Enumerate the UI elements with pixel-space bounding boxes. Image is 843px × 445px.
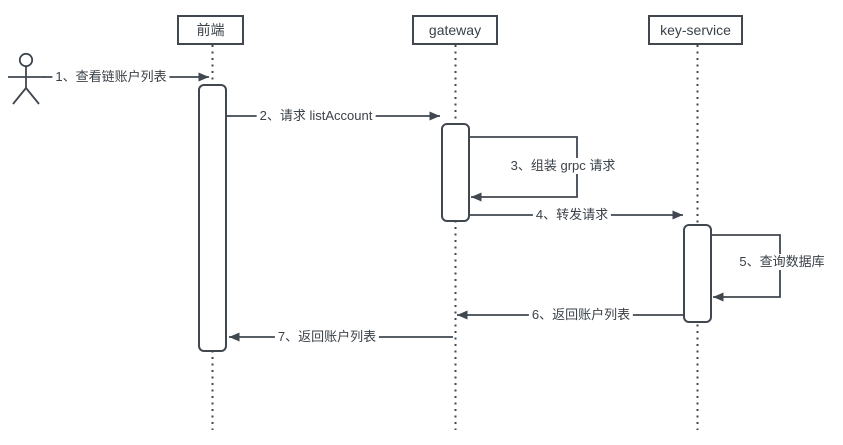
activation-key-service: [683, 224, 712, 323]
message-2-label: 2、请求 listAccount: [256, 108, 376, 124]
actor-icon: [12, 52, 40, 105]
participant-gateway-label: gateway: [428, 22, 482, 38]
participant-frontend-label: 前端: [196, 22, 225, 38]
participant-gateway: gateway: [412, 15, 498, 45]
message-1-label: 1、查看链账户列表: [52, 69, 170, 85]
participant-key-service-label: key-service: [660, 22, 731, 38]
activation-gateway: [441, 123, 470, 222]
participant-key-service: key-service: [648, 15, 743, 45]
message-3-label: 3、组装 grpc 请求: [507, 158, 619, 174]
message-6-label: 6、返回账户列表: [528, 307, 634, 323]
participant-frontend: 前端: [177, 15, 244, 45]
message-4-label: 4、转发请求: [532, 207, 612, 223]
message-7-label: 7、返回账户列表: [274, 329, 380, 345]
activation-frontend: [198, 84, 227, 352]
message-5-label: 5、查询数据库: [736, 254, 828, 270]
